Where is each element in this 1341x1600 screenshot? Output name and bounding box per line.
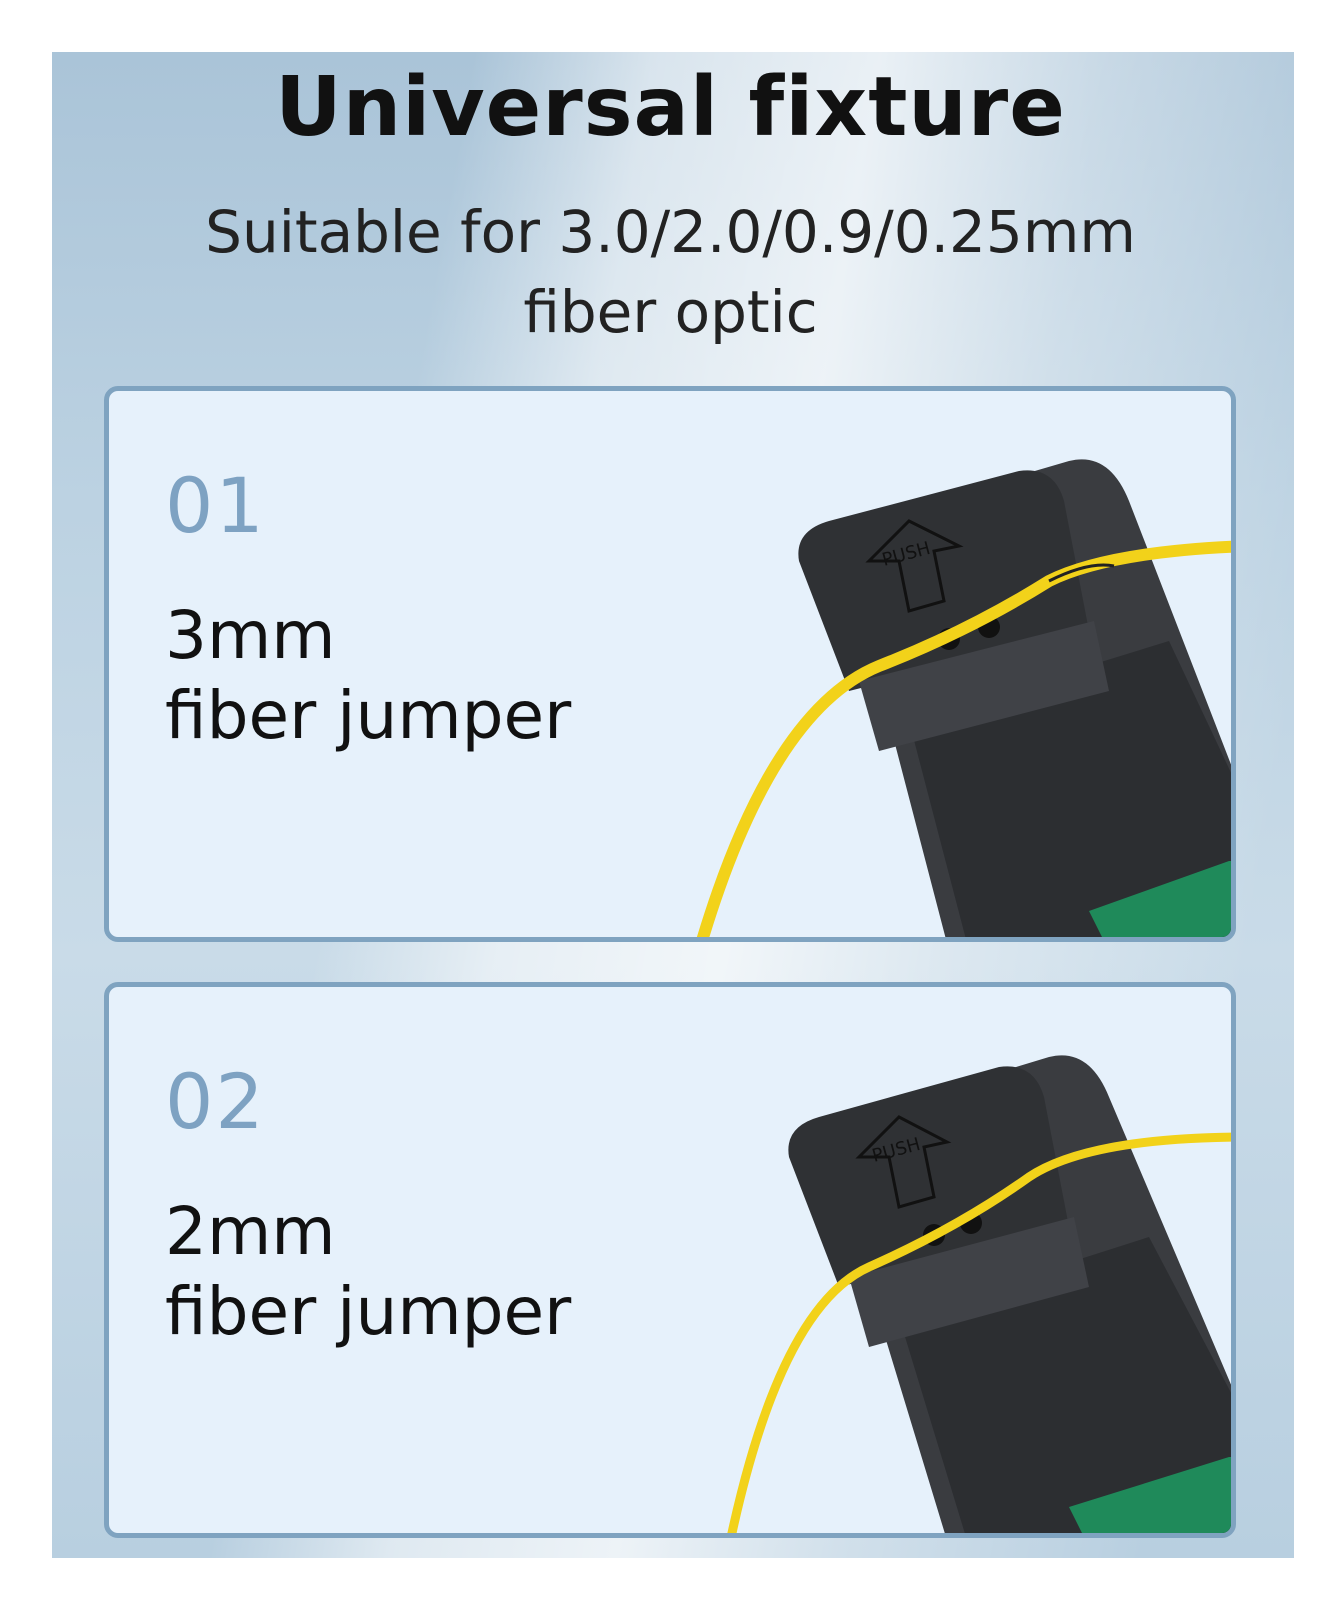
panel-label-size: 2mm <box>165 1193 336 1270</box>
panel-label-size: 3mm <box>165 597 336 674</box>
subtitle-line-2: fiber optic <box>523 278 818 346</box>
panel-number: 01 <box>165 461 266 550</box>
panel-label: 3mm fiber jumper <box>165 596 571 756</box>
fiber-stripper-image: PUSH <box>696 459 1231 937</box>
panel-2mm-fiber: 02 2mm fiber jumper PUSH <box>104 982 1236 1538</box>
panel-label-type: fiber jumper <box>165 677 572 754</box>
subtitle-line-1: Suitable for 3.0/2.0/0.9/0.25mm <box>205 198 1136 266</box>
panel-label: 2mm fiber jumper <box>165 1192 571 1352</box>
page-title: Universal fixture <box>275 60 1066 155</box>
panel-number: 02 <box>165 1057 266 1146</box>
fiber-stripper-image: PUSH <box>727 1055 1231 1533</box>
panel-label-type: fiber jumper <box>165 1273 572 1350</box>
page-subtitle: Suitable for 3.0/2.0/0.9/0.25mm fiber op… <box>0 192 1341 352</box>
panel-3mm-fiber: 01 3mm fiber jumper PUSH <box>104 386 1236 942</box>
